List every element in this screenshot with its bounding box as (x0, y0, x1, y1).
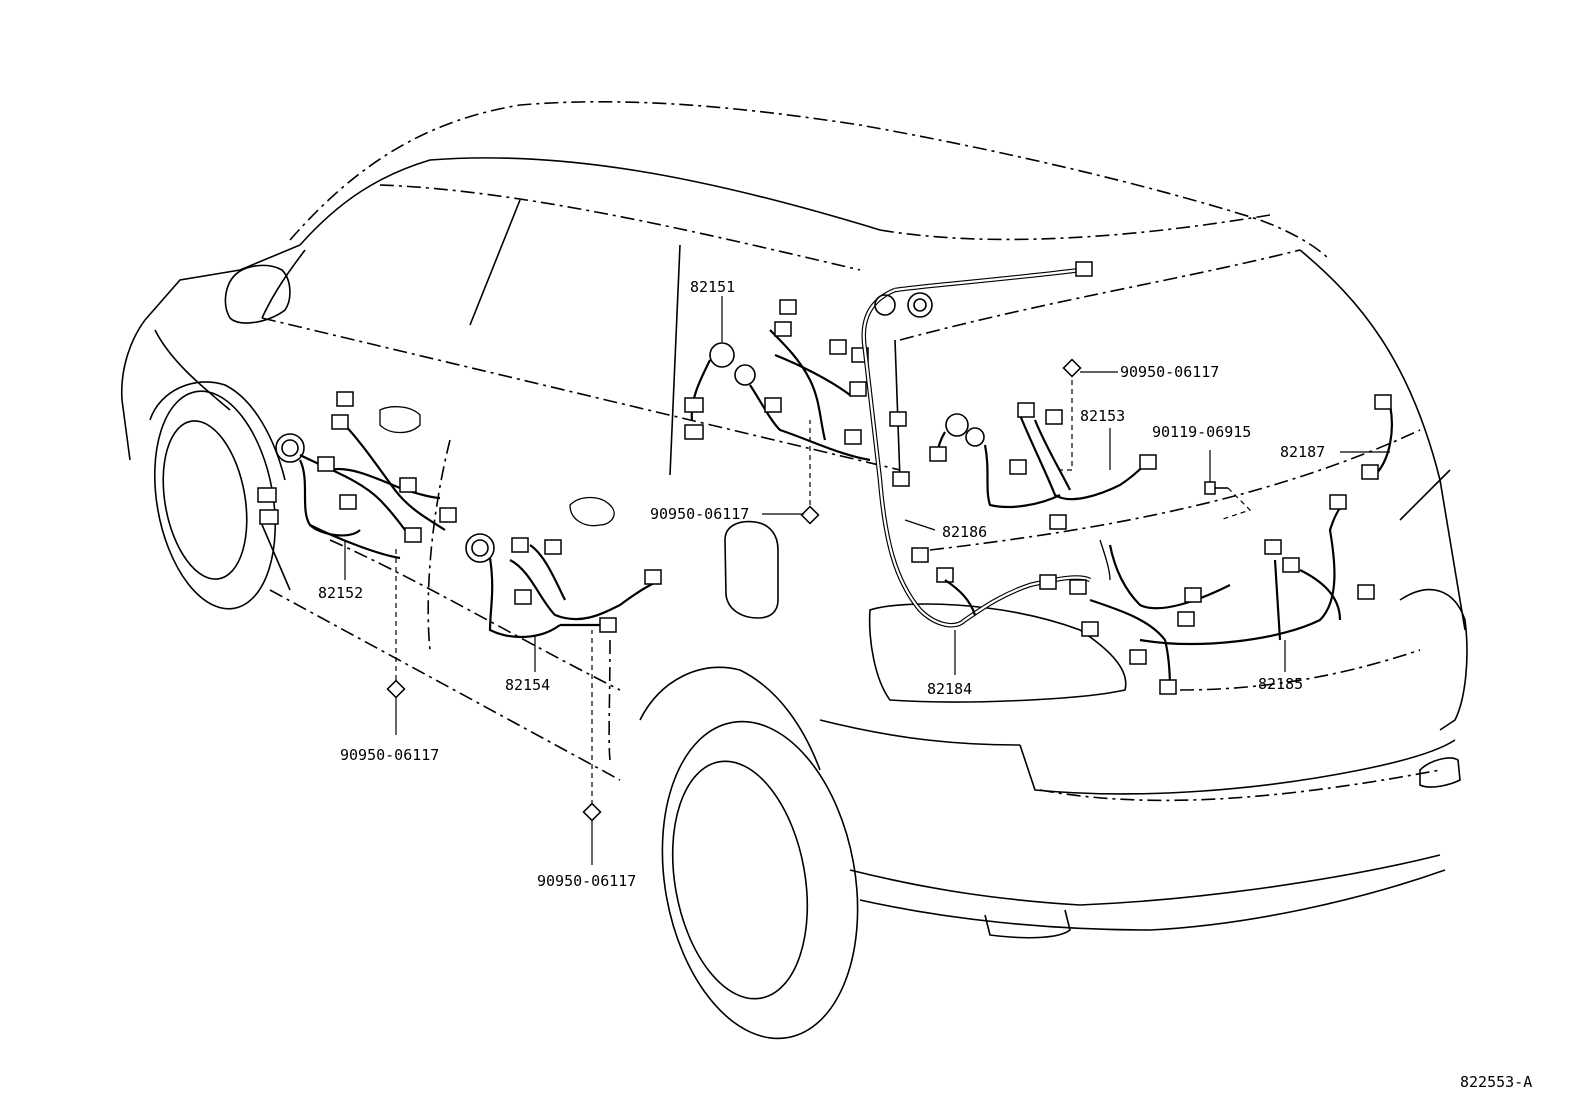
label-82151: 82151 (690, 278, 735, 296)
part-labels: 82151 82152 82153 82154 82184 82185 8218… (318, 278, 1532, 1091)
label-82152: 82152 (318, 584, 363, 602)
label-82154: 82154 (505, 676, 550, 694)
vehicle-body-outline (122, 102, 1467, 1054)
harness-82151 (685, 300, 870, 460)
label-clip-bottom: 90950-06117 (537, 872, 636, 890)
harness-82154 (466, 498, 661, 637)
drawing-id: 822553-A (1460, 1073, 1532, 1091)
label-bolt: 90119-06915 (1152, 423, 1251, 441)
bolt-90119-06915 (1205, 450, 1250, 520)
label-clip-top-right: 90950-06117 (1120, 363, 1219, 381)
label-82186: 82186 (942, 523, 987, 541)
harness-82152 (258, 392, 456, 558)
label-clip-mid: 90950-06117 (650, 505, 749, 523)
label-82184: 82184 (927, 680, 972, 698)
label-clip-left: 90950-06117 (340, 746, 439, 764)
label-82153: 82153 (1080, 407, 1125, 425)
label-82187: 82187 (1280, 443, 1325, 461)
label-82185: 82185 (1258, 675, 1303, 693)
